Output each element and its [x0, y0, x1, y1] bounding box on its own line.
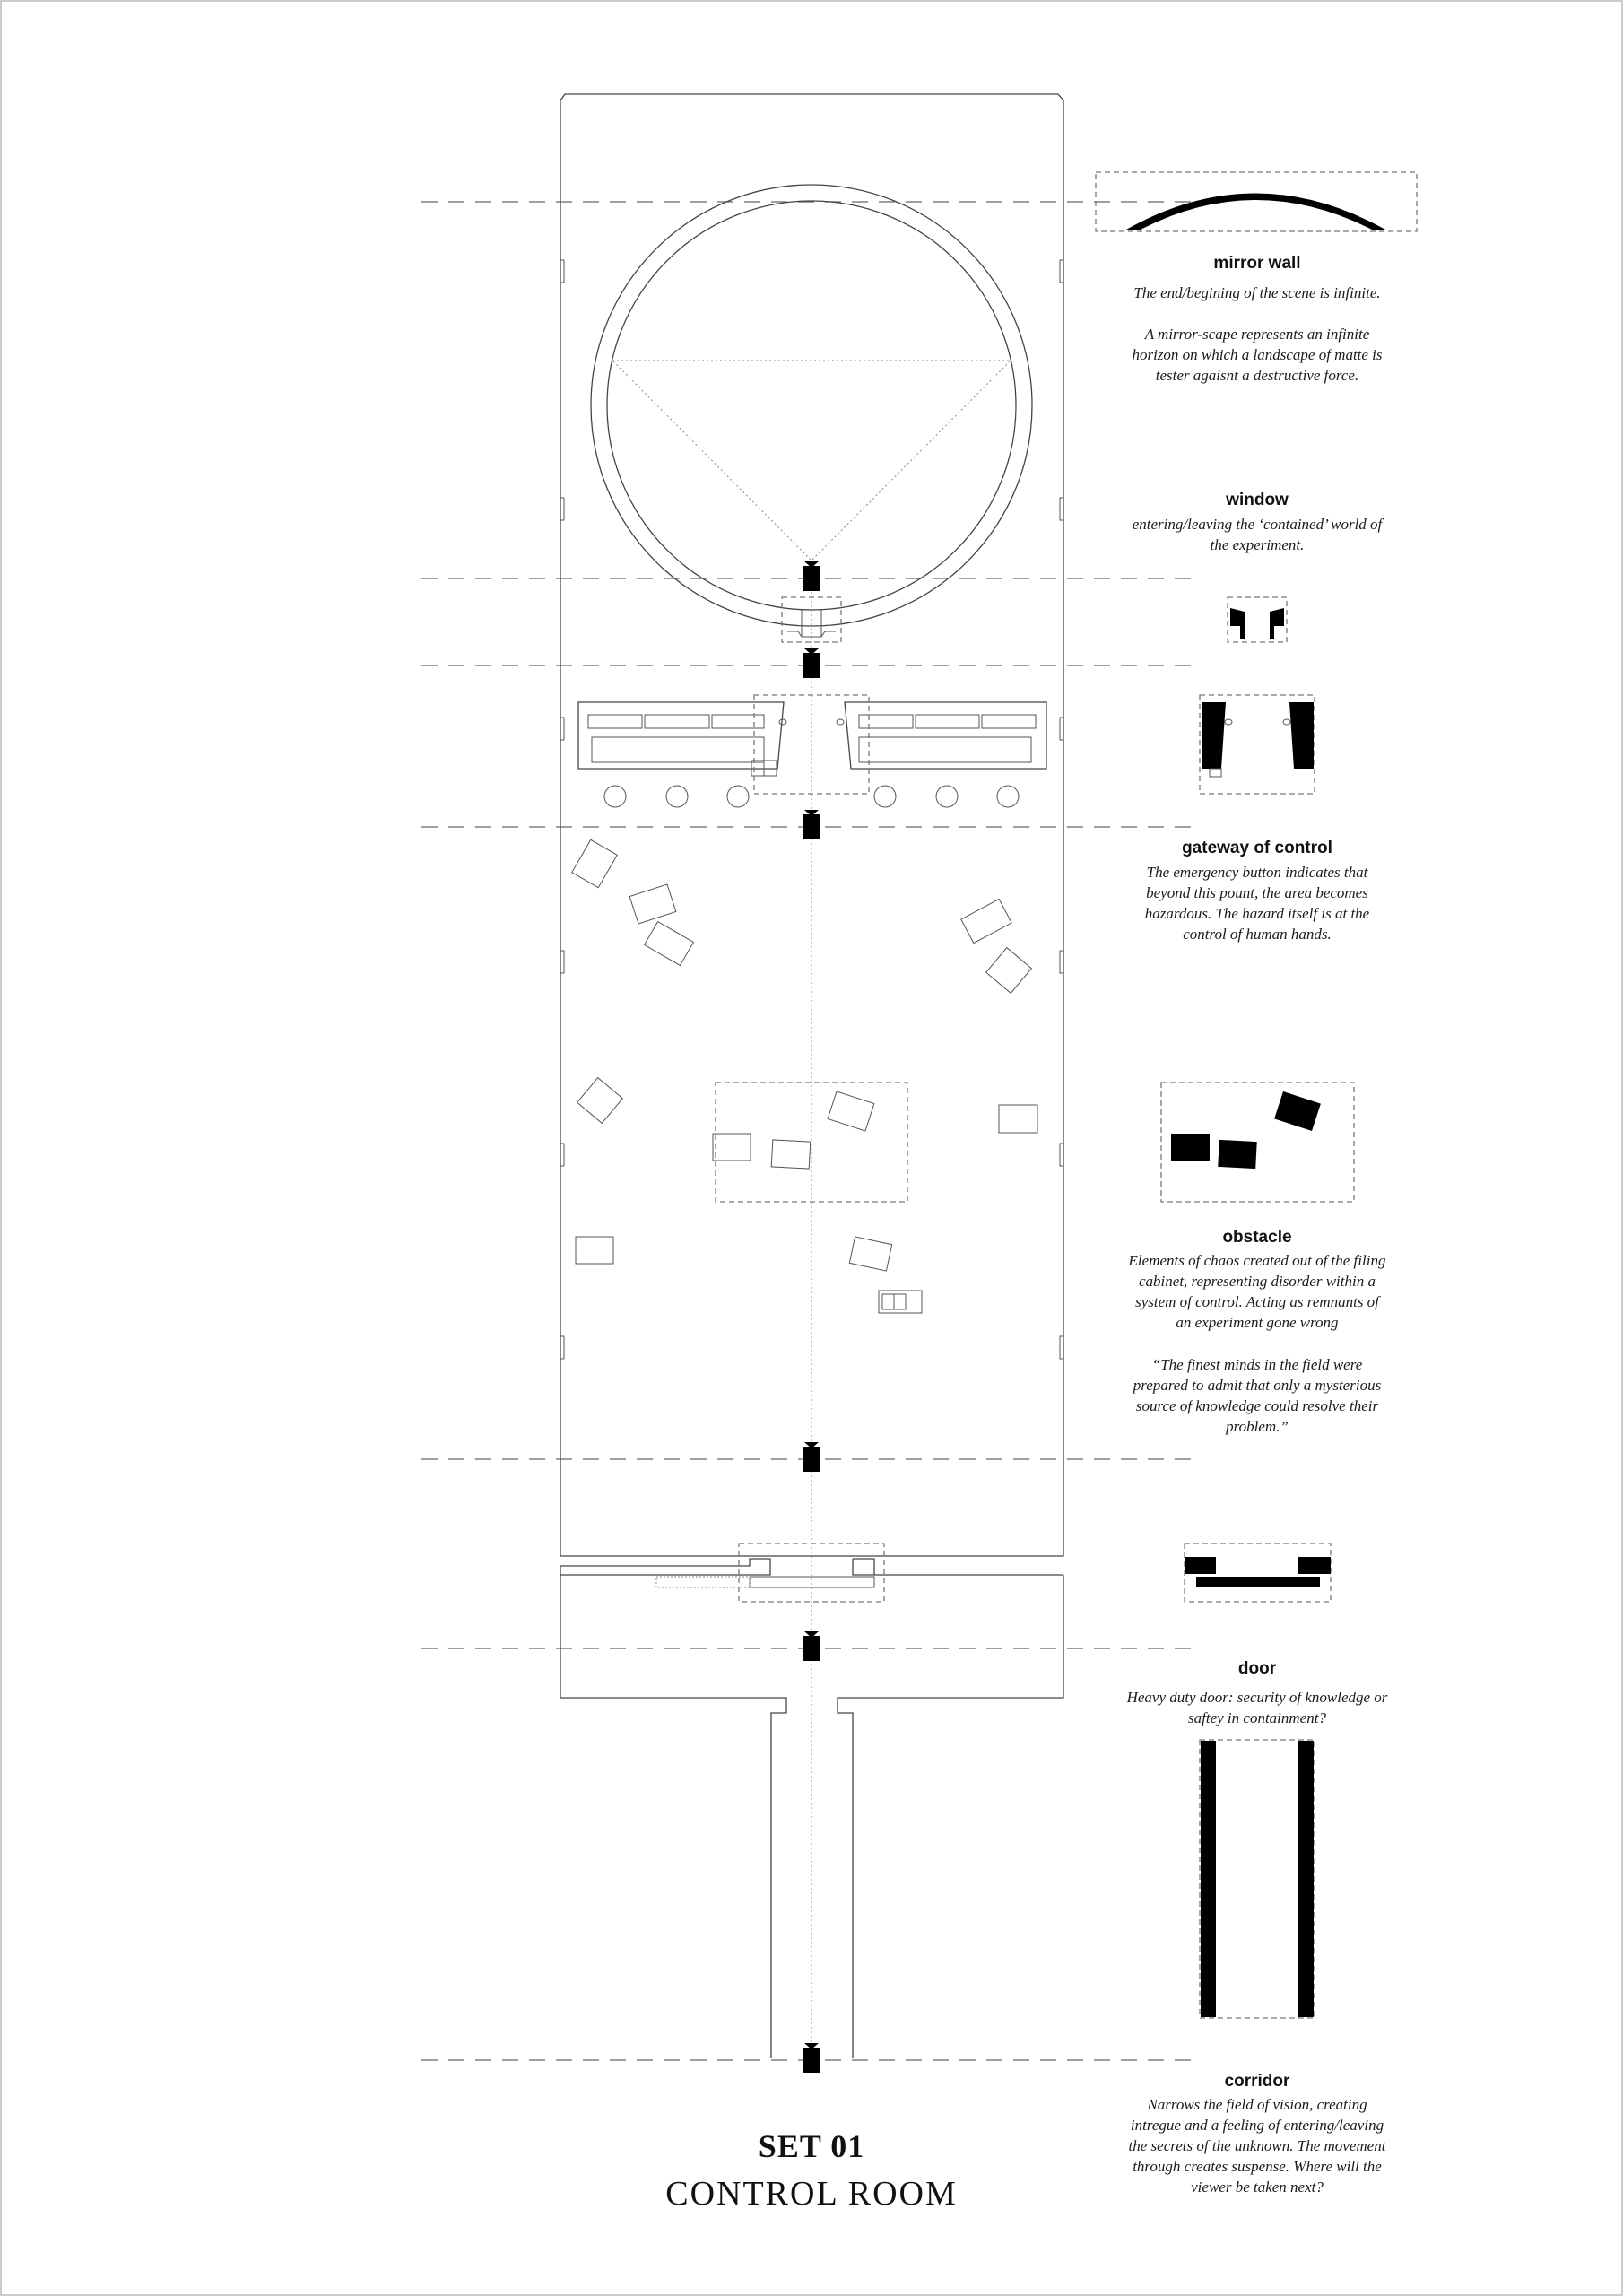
room-outline: [560, 93, 1064, 1557]
corridor-desc-1: Narrows the field of vision, creating: [1146, 2096, 1367, 2113]
control-desk-right: [836, 701, 1047, 770]
control-desk-left: [577, 701, 787, 777]
mirror-wall-detail: [1095, 171, 1418, 232]
corridor-desc-3: the secrets of the unknown. The movement: [1129, 2137, 1387, 2154]
obstacle-desc-1: Elements of chaos created out of the fil…: [1128, 1252, 1386, 1269]
corridor-title: corridor: [1225, 2072, 1290, 2091]
door-desc-2: saftey in containment?: [1188, 1709, 1326, 1726]
seat-circles: [603, 785, 1020, 808]
corridor-desc-5: viewer be taken next?: [1191, 2179, 1324, 2196]
gateway-desc-4: control of human hands.: [1183, 926, 1332, 943]
obstacle-title: obstacle: [1222, 1228, 1291, 1247]
obstacle-desc-4: an experiment gone wrong: [1176, 1314, 1338, 1331]
obstacle-quote-2: prepared to admit that only a mysterious: [1133, 1377, 1382, 1394]
obstacle-desc-2: cabinet, representing disorder within a: [1139, 1273, 1376, 1290]
section-markers: [803, 561, 820, 2073]
gateway-desc-3: hazardous. The hazard itself is at the: [1145, 905, 1370, 922]
window-desc-1: entering/leaving the ‘contained’ world o…: [1133, 516, 1384, 533]
mirror-wall-annotation: mirror wall The end/begining of the scen…: [1132, 254, 1382, 384]
window-title: window: [1225, 491, 1289, 509]
obstacle-blocks: [571, 839, 1038, 1314]
obstacle-desc-3: system of control. Acting as remnants of: [1135, 1293, 1381, 1310]
mirror-wall-desc-4: tester agaisnt a destructive force.: [1156, 367, 1358, 384]
door-detail: [1184, 1543, 1332, 1603]
wall-notches: [560, 259, 1063, 1360]
gateway-desc-1: The emergency button indicates that: [1147, 864, 1369, 881]
mirror-wall-title: mirror wall: [1213, 254, 1300, 273]
mirror-ring: [590, 184, 1033, 627]
door-slide-track: [655, 1576, 751, 1588]
gateway-title: gateway of control: [1182, 839, 1332, 857]
obstacle-detail: [1160, 1082, 1355, 1203]
door-annotation: door Heavy duty door: security of knowle…: [1126, 1659, 1388, 1726]
obstacle-quote-1: “The finest minds in the field were: [1152, 1356, 1363, 1373]
obstacle-quote-4: problem.”: [1225, 1418, 1289, 1435]
set-name: CONTROL ROOM: [665, 2175, 958, 2213]
door-room-walls: [560, 1575, 1064, 2058]
corridor-desc-4: through creates suspense. Where will the: [1133, 2158, 1382, 2175]
corridor-annotation: corridor Narrows the field of vision, cr…: [1129, 2072, 1387, 2196]
set-number: SET 01: [759, 2128, 864, 2164]
door-desc-1: Heavy duty door: security of knowledge o…: [1126, 1689, 1388, 1706]
corridor-detail: [1199, 1739, 1315, 2019]
obstacle-annotation: obstacle Elements of chaos created out o…: [1128, 1228, 1386, 1435]
obstacle-quote-3: source of knowledge could resolve their: [1136, 1397, 1379, 1414]
door-panel: [749, 1576, 875, 1588]
mirror-wall-desc-3: horizon on which a landscape of matte is: [1132, 346, 1382, 363]
door-title: door: [1238, 1659, 1277, 1678]
title-block: SET 01 CONTROL ROOM: [665, 2128, 958, 2213]
mirror-wall-desc-1: The end/begining of the scene is infinit…: [1133, 284, 1380, 301]
window-desc-2: the experiment.: [1211, 536, 1305, 553]
gateway-annotation: gateway of control The emergency button …: [1145, 839, 1370, 943]
corridor-desc-2: intregue and a feeling of entering/leavi…: [1131, 2117, 1384, 2134]
door-room-outline: [560, 1558, 771, 1576]
gateway-detail: [1199, 694, 1315, 795]
door-right-wall: [852, 1558, 1063, 1576]
mirror-wall-desc-2: A mirror-scape represents an infinite: [1144, 326, 1370, 343]
window-annotation: window entering/leaving the ‘contained’ …: [1133, 491, 1384, 553]
window-detail: [1227, 596, 1288, 643]
gateway-desc-2: beyond this pount, the area becomes: [1146, 884, 1368, 901]
